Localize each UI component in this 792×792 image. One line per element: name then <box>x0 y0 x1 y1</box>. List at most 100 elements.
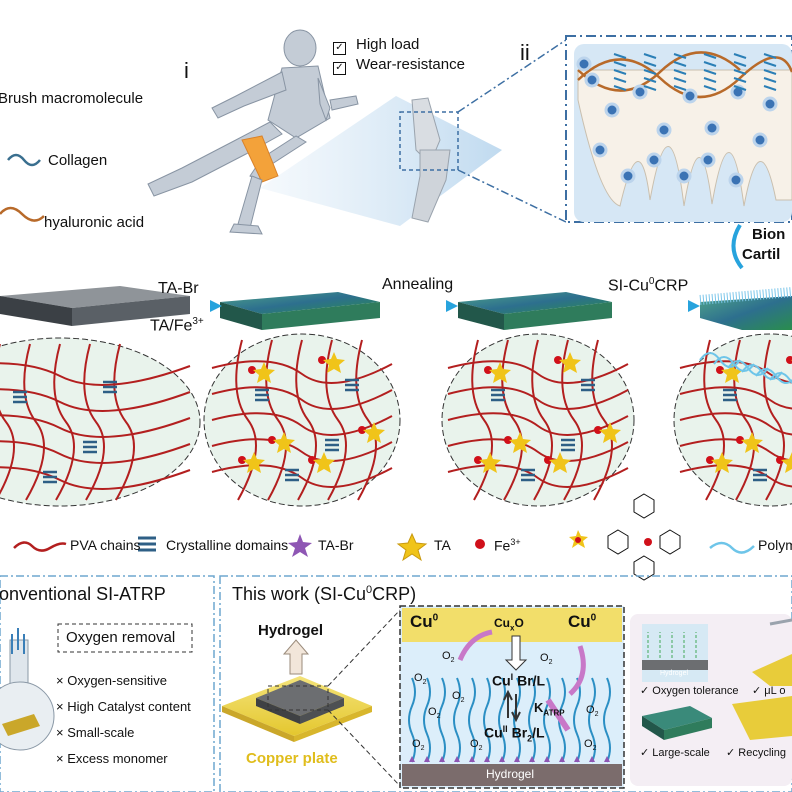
chondrocyte <box>676 168 692 184</box>
o2-mark-2: O2 <box>540 652 553 667</box>
conventional-item-3: × Small-scale <box>56 725 135 740</box>
grafted-chain <box>468 677 476 763</box>
brush-strand <box>673 53 687 59</box>
oxygen-removal-box <box>57 623 193 653</box>
pva-chain-icon <box>13 541 67 552</box>
checkbox-wear: ✓Wear-resistance <box>333 56 465 75</box>
step3-label: SI-Cu0CRP <box>608 276 689 295</box>
ta-molecule <box>711 452 733 473</box>
grafted-chain <box>513 677 521 763</box>
cu2-label: CuII Br2/L <box>484 724 545 744</box>
cu0-left: Cu0 <box>410 612 439 631</box>
copper-plate-illustration <box>222 676 372 742</box>
fe-ion <box>554 356 562 364</box>
initiator-mark <box>589 756 595 762</box>
ta-molecule <box>721 362 743 383</box>
pva-chain <box>447 464 629 488</box>
brush-strand <box>643 77 657 83</box>
initiator-mark <box>514 756 520 762</box>
chondrocyte <box>604 102 620 118</box>
legend-collagen-label: Collagen <box>48 152 108 169</box>
hydrogel-up-arrow <box>282 639 310 675</box>
arrowhead-step2 <box>446 300 458 312</box>
zoom-line-top <box>457 39 567 113</box>
o2-mark-1: O2 <box>442 650 455 665</box>
ta-molecule <box>273 432 295 453</box>
cycle-arrow-diag <box>545 698 571 732</box>
equilibrium-arrowheads <box>503 689 521 723</box>
brush-strand <box>673 77 687 83</box>
conventional-list: × Oxygen-sensitive × High Catalyst conte… <box>56 668 191 772</box>
ta-molecule <box>323 352 345 373</box>
ta-molecule <box>489 362 511 383</box>
katrp-label: KATRP <box>534 700 565 718</box>
chondrocyte <box>584 72 600 88</box>
slab-ta-fe <box>220 292 380 330</box>
brush-strand <box>703 85 717 91</box>
pva-chain <box>0 344 15 495</box>
high-load-label: High load <box>356 36 420 53</box>
step1-bottom-label: TA/Fe3+ <box>150 316 204 335</box>
pva-chain <box>211 464 393 488</box>
o2-mark-7: O2 <box>412 738 425 753</box>
pva-chain <box>0 362 191 386</box>
o2-mark-6: O2 <box>586 704 599 719</box>
fe-ion <box>776 456 784 464</box>
grafted-chain <box>603 677 611 763</box>
pva-chain <box>0 388 191 412</box>
chondrocyte <box>728 172 744 188</box>
feature-oxygen: ✓ Oxygen tolerance <box>640 685 739 697</box>
initiator-mark <box>574 756 580 762</box>
ta-molecule <box>741 432 763 453</box>
initiator-mark <box>439 756 445 762</box>
pva-chain <box>211 438 393 462</box>
cycle-arrow-right <box>568 645 586 696</box>
thumb-oxygen <box>642 624 708 682</box>
bionic-label-2: Cartil <box>742 246 781 263</box>
pva-chain <box>211 360 393 384</box>
pva-chain <box>561 339 583 501</box>
brush-strand <box>643 69 657 75</box>
fe-ion <box>594 426 602 434</box>
bionic-label-1: Bion <box>752 226 786 243</box>
equilibrium-arrows <box>507 694 517 718</box>
wear-resistance-label: Wear-resistance <box>356 56 465 73</box>
pva-chain <box>295 339 317 501</box>
brush-strand <box>673 85 687 91</box>
o2-mark-3: O2 <box>414 672 427 687</box>
fe-ion <box>786 356 792 364</box>
down-arrow-cuxo <box>504 635 528 671</box>
brush-strand <box>733 61 747 67</box>
brush-strand <box>703 53 717 59</box>
o2-mark-8: O2 <box>470 738 483 753</box>
initiator-mark <box>484 756 490 762</box>
cu0-right: Cu0 <box>568 612 597 631</box>
hyaluronic-acid-legend-icon <box>0 206 45 222</box>
ta-molecule <box>243 452 265 473</box>
zoom-line-a <box>327 609 401 687</box>
brush-strand <box>763 61 777 67</box>
chondrocyte <box>592 142 608 158</box>
brush-strand <box>703 69 717 75</box>
conventional-item-2: × High Catalyst content <box>56 699 191 714</box>
polymer-networks <box>0 339 792 501</box>
flask-illustration <box>0 628 55 751</box>
ta-molecule <box>253 362 275 383</box>
legend-brush-label: Brush macromolecule <box>0 90 144 107</box>
grafted-chain <box>588 677 596 763</box>
brush-strand <box>643 53 657 59</box>
ta-molecule <box>509 432 531 453</box>
pva-chain <box>531 339 553 501</box>
brush-strand <box>763 69 777 75</box>
runner-figure <box>147 29 359 235</box>
crystalline-domain-icon <box>138 536 156 552</box>
thiswork-title: This work (SI-Cu0CRP) <box>232 584 417 604</box>
thumb-hydrogel-label: Hydrogel <box>660 670 689 677</box>
panel-ii-label: ii <box>520 40 530 65</box>
grafted-chain <box>453 677 461 763</box>
grafted-chain <box>438 677 446 763</box>
chondrocyte <box>576 56 592 72</box>
brush-strand <box>733 53 747 59</box>
hydrogel-label: Hydrogel <box>258 622 324 639</box>
